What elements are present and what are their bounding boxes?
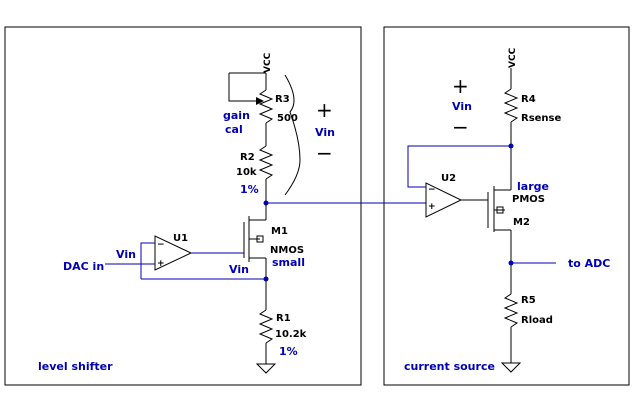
u2-minus-sign: − xyxy=(428,185,436,195)
r3-wiper-link xyxy=(228,73,256,102)
u1-feedback-wire xyxy=(140,242,155,279)
r3-name: R3 xyxy=(275,94,290,105)
vcc-right-label: VCC xyxy=(508,47,518,68)
r3-wiper-arrow xyxy=(256,97,264,105)
m2-type: PMOS xyxy=(512,194,545,205)
node-rsense xyxy=(508,143,514,149)
ground-left-icon xyxy=(255,363,277,374)
cal-label: cal xyxy=(225,123,243,136)
r1-name: R1 xyxy=(276,313,291,324)
r3-resistor xyxy=(258,89,274,124)
r5-resistor xyxy=(503,293,519,328)
r1-tolerance: 1% xyxy=(279,345,298,358)
r2-tolerance: 1% xyxy=(240,183,259,196)
m1-type: NMOS xyxy=(270,245,304,256)
vin-right-label: Vin xyxy=(452,100,472,113)
m1-size: small xyxy=(272,256,305,269)
r5-value: Rload xyxy=(521,315,553,326)
vin-span-minus: − xyxy=(316,141,333,165)
level-shifter-title: level shifter xyxy=(38,360,113,373)
r4-name: R4 xyxy=(521,94,536,105)
m1-name: M1 xyxy=(271,226,288,237)
r1-value: 10.2k xyxy=(275,329,307,340)
u2-feedback-wire xyxy=(407,145,511,188)
dac-in-label: DAC in xyxy=(63,260,104,273)
r4-value: Rsense xyxy=(521,113,562,124)
r2-value: 10k xyxy=(236,167,257,178)
u2-plus-sign: + xyxy=(428,202,436,212)
vin-u1-label: Vin xyxy=(116,248,136,261)
vin-span-label: Vin xyxy=(315,126,335,139)
vin-right-plus: + xyxy=(452,74,469,98)
u1-minus-sign: − xyxy=(157,240,165,250)
r3-value: 500 xyxy=(277,113,298,124)
u2-name: U2 xyxy=(441,173,456,184)
r5-name: R5 xyxy=(521,295,536,306)
u1-opamp xyxy=(154,235,193,271)
vin-span-plus: + xyxy=(316,98,333,122)
u1-name: U1 xyxy=(173,233,188,244)
current-source-title: current source xyxy=(404,360,495,373)
r2-resistor xyxy=(258,145,274,180)
u2-opamp xyxy=(425,182,463,218)
m2-body-marker xyxy=(496,206,504,214)
r1-resistor xyxy=(258,309,274,344)
vin-source-label: Vin xyxy=(229,263,249,276)
to-adc-label: to ADC xyxy=(568,257,610,270)
vin-span-brace xyxy=(284,74,301,196)
level-shifter-panel xyxy=(4,26,362,386)
ground-right-icon xyxy=(500,362,522,373)
m2-name: M2 xyxy=(513,217,530,228)
gain-label: gain xyxy=(223,109,250,122)
r4-resistor xyxy=(503,88,519,123)
vcc-left-label: VCC xyxy=(263,52,273,73)
m1-body-marker xyxy=(256,235,264,243)
u1-plus-sign: + xyxy=(157,259,165,269)
m2-size: large xyxy=(517,180,549,193)
current-source-panel xyxy=(383,26,630,386)
vin-right-minus: − xyxy=(452,115,469,139)
r2-name: R2 xyxy=(240,152,255,163)
